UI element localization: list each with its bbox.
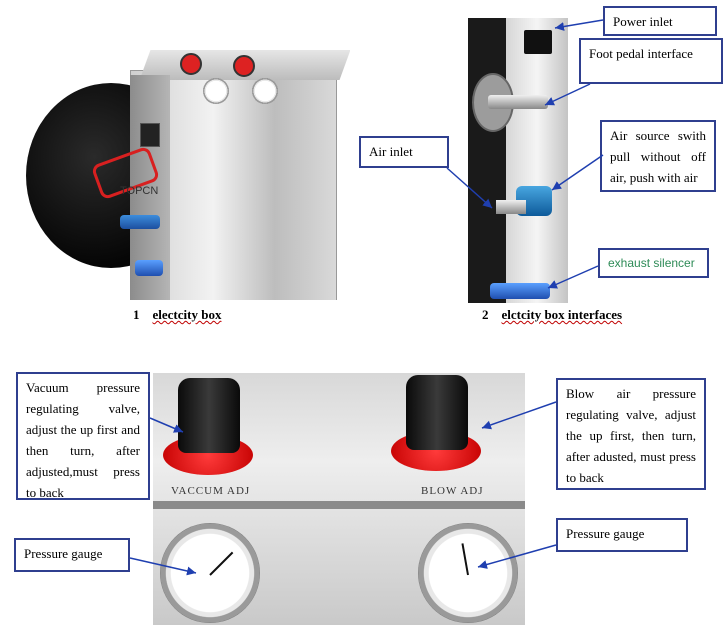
caption-label: elctcity box interfaces <box>501 307 623 322</box>
callout-vacuum-valve: Vacuum pressure regulating valve, adjust… <box>16 372 150 500</box>
callout-pressure-gauge-left: Pressure gauge <box>14 538 130 572</box>
power-switch <box>140 123 160 147</box>
blow-plate-label: BLOW ADJ <box>421 485 484 497</box>
blue-silencer <box>135 260 163 276</box>
caption-label: electcity box <box>152 307 222 322</box>
vacuum-knob <box>178 378 240 453</box>
small-gauge-left <box>203 78 229 104</box>
callout-power-inlet: Power inlet <box>603 6 717 36</box>
foot-pedal-connector <box>488 95 548 109</box>
red-knob-right <box>233 55 255 77</box>
red-knob-left <box>180 53 202 75</box>
caption-electricity-box: 1 electcity box <box>133 307 221 323</box>
caption-number: 1 <box>133 307 140 322</box>
callout-exhaust-silencer: exhaust silencer <box>598 248 709 278</box>
caption-interfaces: 2 elctcity box interfaces <box>482 307 622 323</box>
arrow-air-source <box>551 154 604 191</box>
brand-watermark: TOPCN <box>120 185 159 197</box>
power-socket <box>524 30 552 54</box>
arrow-exhaust <box>547 265 599 289</box>
callout-air-source-switch: Air source swith pull without off air, p… <box>600 120 716 192</box>
interfaces-photo <box>468 18 568 303</box>
blow-knob <box>406 375 468 450</box>
air-inlet-fitting <box>496 200 526 214</box>
mount-flange <box>472 73 514 132</box>
panel-edge <box>153 501 525 509</box>
arrow-gauge-right <box>477 544 557 569</box>
blue-fitting <box>120 215 160 229</box>
electricity-box-photo: TOPCN <box>20 15 350 300</box>
callout-pressure-gauge-right: Pressure gauge <box>556 518 688 552</box>
interface-panel <box>506 18 568 303</box>
vacuum-plate-label: VACCUM ADJ <box>171 485 251 497</box>
small-gauge-right <box>252 78 278 104</box>
arrow-foot-pedal <box>544 83 591 106</box>
exhaust-silencer-part <box>490 283 550 299</box>
callout-air-inlet: Air inlet <box>359 136 449 168</box>
caption-number: 2 <box>482 307 489 322</box>
valves-gauges-photo: VACCUM ADJ BLOW ADJ TOPCN <box>153 373 525 625</box>
callout-foot-pedal: Foot pedal interface <box>579 38 723 84</box>
arrow-vacuum <box>149 417 184 433</box>
callout-blow-valve: Blow air pressure regulating valve, adju… <box>556 378 706 490</box>
arrow-power-inlet <box>554 19 604 31</box>
arrow-air-inlet <box>446 167 493 209</box>
arrow-gauge-left <box>129 557 197 576</box>
arrow-blow <box>481 401 557 430</box>
